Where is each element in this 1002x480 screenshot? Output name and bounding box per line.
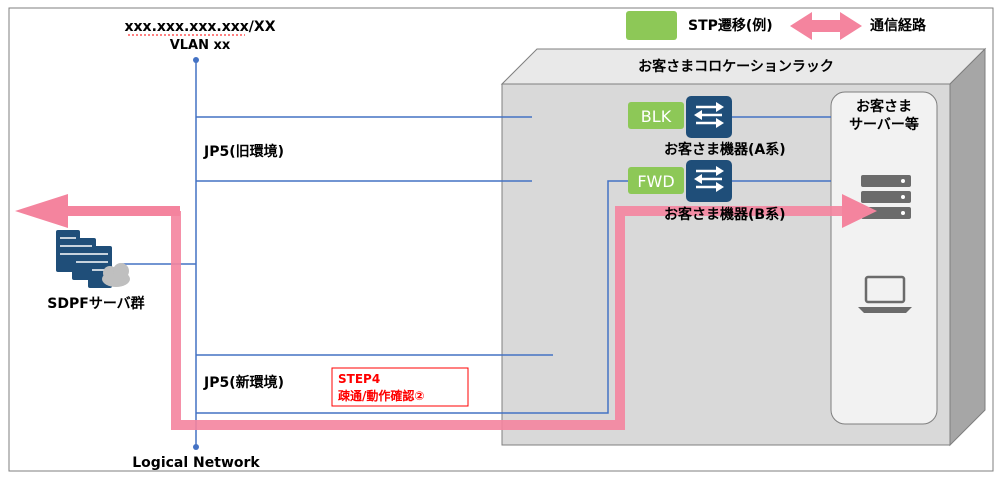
sdpf-server-group-icon <box>56 230 130 288</box>
route-legend-arrow-icon <box>790 12 862 40</box>
customer-servers-title-line1: お客さま <box>856 98 912 115</box>
switch-b-icon <box>686 160 732 202</box>
step-title: STEP4 <box>338 372 380 386</box>
customer-servers-panel <box>830 91 938 425</box>
cloud-icon <box>102 263 130 287</box>
sdpf-label: SDPFサーバ群 <box>47 295 144 312</box>
jp5-new-label: JP5(新環境) <box>203 374 284 391</box>
jp5-old-label: JP5(旧環境) <box>203 143 284 160</box>
route-legend-label: 通信経路 <box>870 17 927 34</box>
device-b-label: お客さま機器(B系) <box>664 206 785 223</box>
network-lines <box>122 60 831 447</box>
device-a-status <box>628 102 684 129</box>
vlan-label: VLAN xx <box>170 38 231 53</box>
communication-route <box>15 194 877 430</box>
stp-legend-label: STP遷移(例) <box>688 17 773 34</box>
network-address: xxx.xxx.xxx.xxx/XX <box>124 19 275 35</box>
step-description: 疎通/動作確認② <box>338 388 425 403</box>
switch-a-icon <box>686 96 732 138</box>
device-b-status <box>628 167 684 194</box>
rack-side-face <box>949 47 986 447</box>
backbone-bottom-node <box>193 444 199 450</box>
backbone-top-node <box>193 57 199 63</box>
device-a-label: お客さま機器(A系) <box>664 141 786 158</box>
logical-network-label: Logical Network <box>132 455 260 471</box>
device-a-status-text: BLK <box>641 107 672 126</box>
rack-title: お客さまコロケーションラック <box>638 58 834 75</box>
laptop-icon <box>858 275 912 313</box>
jp5-new-link-b <box>196 180 630 414</box>
step-box <box>331 367 469 407</box>
stp-legend-swatch <box>626 11 677 40</box>
customer-servers-title-line2: サーバー等 <box>849 116 919 133</box>
device-b-status-text: FWD <box>637 172 674 191</box>
